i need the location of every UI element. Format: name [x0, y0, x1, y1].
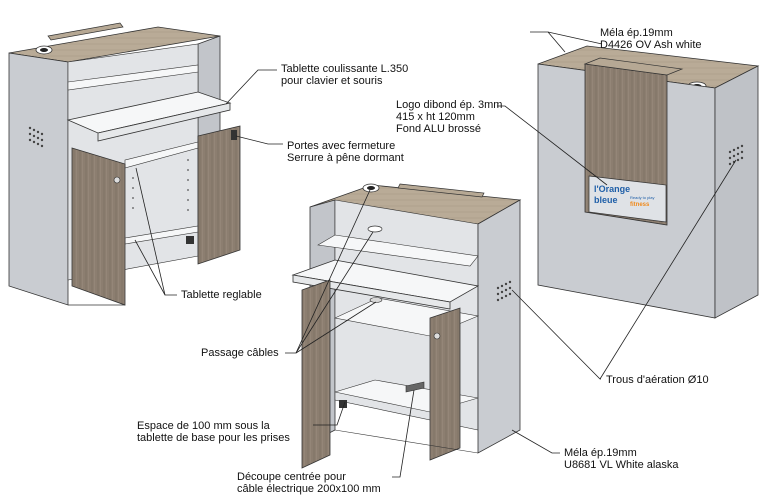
logo-line2: bleue — [594, 195, 618, 205]
leader-tablette-coulissante — [225, 69, 277, 105]
keyboard-shelf-edge — [97, 102, 231, 142]
right-door — [429, 307, 461, 461]
right-desk — [537, 45, 760, 319]
shelf-pin-holes — [132, 159, 189, 211]
door-hinge — [339, 400, 347, 408]
left-desk-rail — [47, 22, 124, 41]
label-decoupe-line2: câble électrique 200x100 mm — [237, 483, 381, 495]
leader-lines — [134, 31, 737, 478]
label-mela-white-line2: U8681 VL White alaska — [564, 459, 679, 471]
label-mela-top-line1: Méla ép.19mm — [600, 27, 673, 39]
door-lock — [231, 130, 237, 140]
left-desk — [8, 22, 241, 306]
leader-espace — [313, 401, 346, 426]
door-knob — [433, 332, 441, 340]
logo-tag1: Ready to play — [630, 195, 654, 200]
label-mela-white-line1: Méla ép.19mm — [564, 447, 637, 459]
leader-decoupe — [392, 389, 415, 478]
center-desk — [291, 183, 522, 469]
label-tablette-coulissante-line2: pour clavier et souris — [281, 75, 383, 87]
right-door — [197, 125, 241, 265]
left-side-panel — [8, 52, 69, 306]
label-portes: Portes avec fermeture Serrure à pêne dor… — [287, 140, 404, 164]
logo-tag2: fitness — [630, 202, 650, 208]
left-door — [71, 147, 126, 306]
label-espace-line1: Espace de 100 mm sous la — [137, 420, 270, 432]
label-mela-top: Méla ép.19mm D4426 OV Ash white — [600, 27, 702, 51]
label-passage-cables: Passage câbles — [201, 347, 279, 359]
label-logo-line2: 415 x ht 120mm — [396, 111, 475, 123]
label-espace: Espace de 100 mm sous la tablette de bas… — [137, 420, 290, 444]
label-decoupe-line1: Découpe centrée pour — [237, 471, 346, 483]
label-logo: Logo dibond ép. 3mm 415 x ht 120mm Fond … — [396, 99, 502, 135]
label-trous-aeration: Trous d'aération Ø10 — [606, 374, 709, 386]
label-decoupe: Découpe centrée pour câble électrique 20… — [237, 471, 381, 495]
cable-hole-center — [40, 48, 48, 52]
cable-hole — [369, 297, 383, 303]
right-side-panel — [477, 199, 521, 454]
leader-logo — [497, 105, 608, 186]
wood-panel-top-edge — [583, 57, 684, 76]
label-tablette-coulissante: Tablette coulissante L.350 pour clavier … — [281, 63, 408, 87]
leader-portes — [235, 135, 283, 145]
ventilation-holes — [728, 144, 744, 166]
ventilation-holes — [496, 280, 512, 302]
cable-hole-center — [367, 186, 375, 190]
cable-hole — [367, 225, 383, 233]
left-door — [301, 279, 331, 469]
label-mela-top-line2: D4426 OV Ash white — [600, 39, 702, 51]
upper-shelf — [67, 64, 199, 91]
label-tablette-reglable: Tablette reglable — [181, 289, 262, 301]
door-hinge — [186, 236, 194, 244]
logo-line1: l'Orange — [594, 184, 630, 194]
center-desk-rail — [397, 183, 485, 198]
door-knob — [113, 176, 121, 184]
keyboard-shelf-edge — [292, 274, 451, 310]
leader-mela-white — [511, 429, 560, 454]
logo-plate — [588, 175, 667, 223]
label-tablette-coulissante-line1: Tablette coulissante L.350 — [281, 63, 409, 75]
label-portes-line1: Portes avec fermeture — [287, 140, 396, 152]
cable-cutout — [405, 381, 425, 393]
upper-shelf — [317, 234, 479, 267]
leader-mela-top — [530, 31, 603, 45]
side-panel — [714, 65, 759, 319]
leader-trous — [511, 289, 601, 380]
ventilation-holes — [28, 126, 44, 148]
label-logo-line3: Fond ALU brossé — [396, 123, 481, 135]
label-mela-white: Méla ép.19mm U8681 VL White alaska — [564, 447, 679, 471]
label-logo-line1: Logo dibond ép. 3mm — [396, 99, 503, 111]
label-espace-line2: tablette de base pour les prises — [137, 432, 290, 444]
label-portes-line2: Serrure à pêne dormant — [287, 152, 404, 164]
